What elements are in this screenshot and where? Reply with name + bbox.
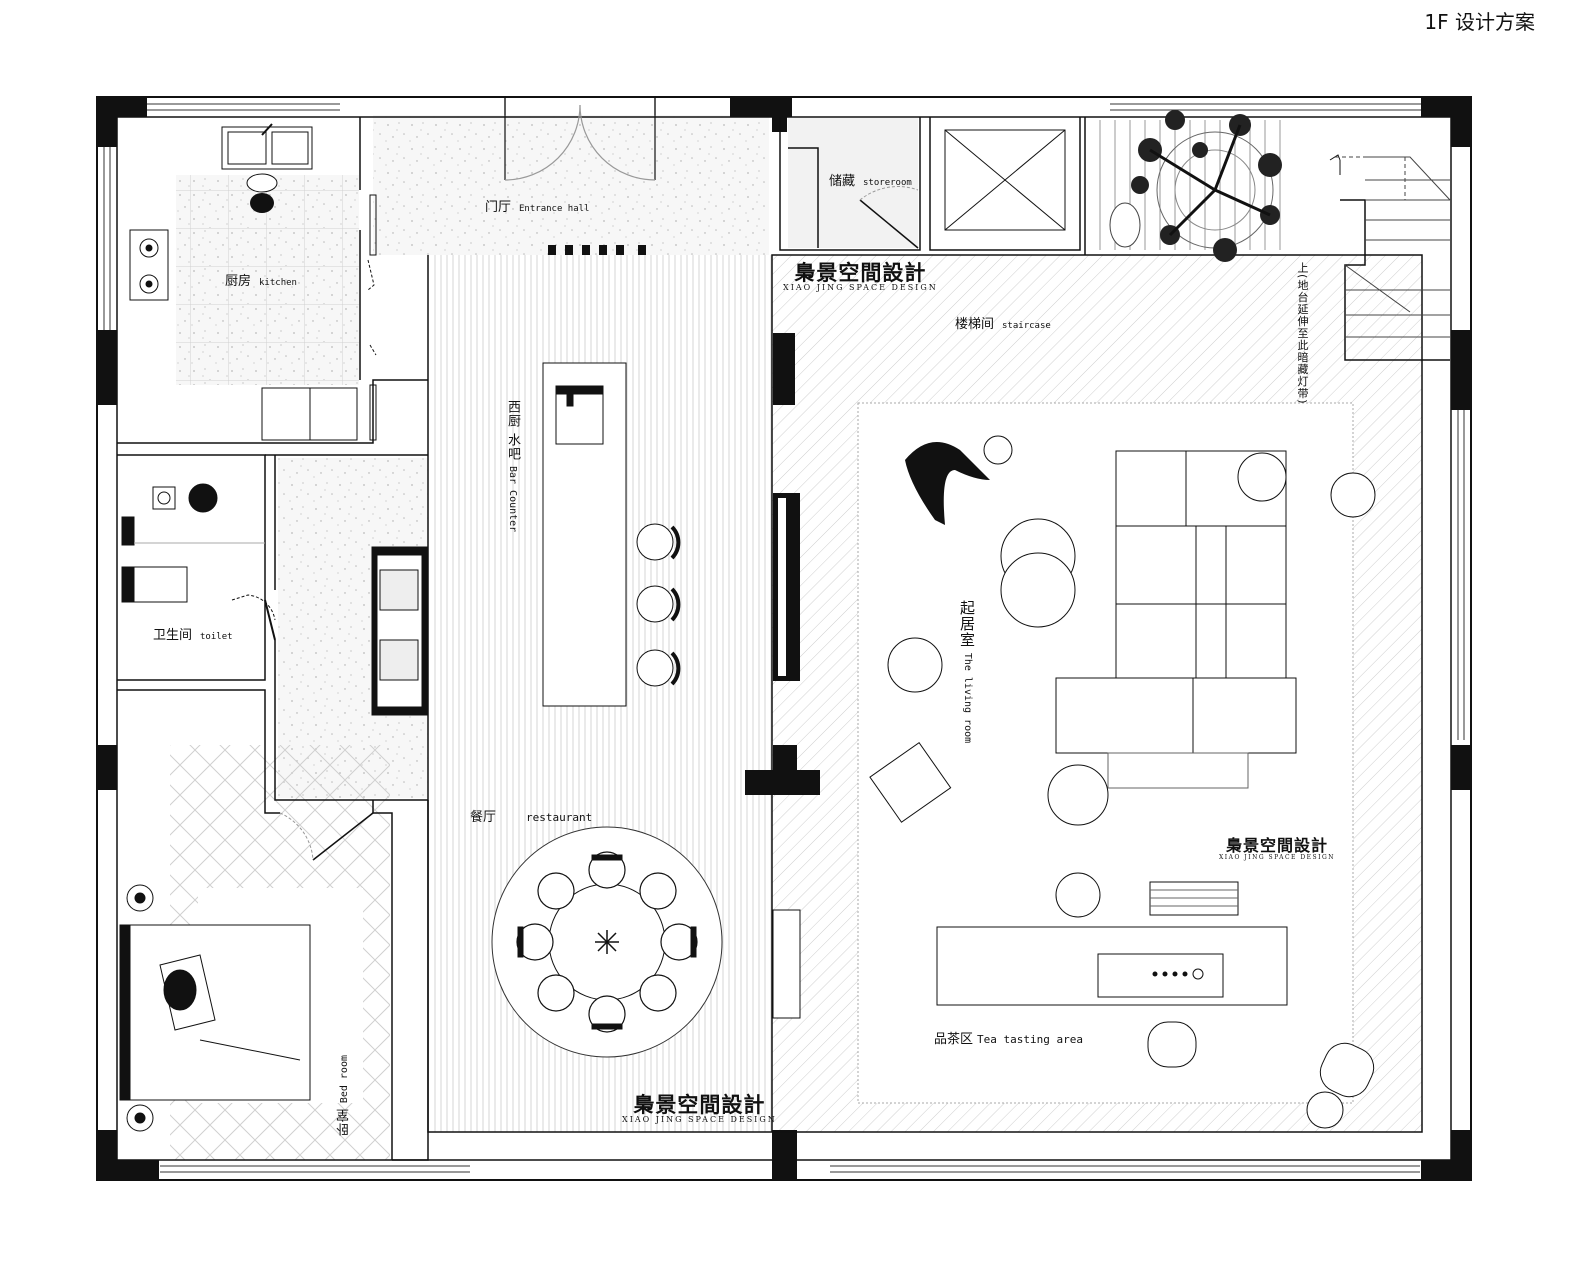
elevator-shaft <box>944 129 1066 231</box>
tea-label-cn: 品茶区 <box>934 1032 974 1047</box>
tv-wall <box>745 333 820 1019</box>
windows <box>103 103 1465 1173</box>
bar-label: 西厨 水吧 Bar Counter <box>503 400 522 532</box>
kitchen-label: 厨房 kitchen <box>225 270 297 289</box>
kitchen-label-cn: 厨房 <box>225 274 252 289</box>
restaurant-label-cn: 餐厅 <box>470 810 497 825</box>
shoe-bench <box>548 245 646 255</box>
tree-icon <box>1109 110 1282 262</box>
bedroom-label-cn: 卧室 <box>337 1108 352 1136</box>
bar-label-en: Bar Counter <box>507 465 518 533</box>
storeroom-label-en: storeroom <box>863 178 912 188</box>
bedroom-label: 卧室 Bed room <box>335 1055 354 1136</box>
living-label: 起居室 The living room <box>957 600 978 743</box>
toilet-fixtures <box>121 483 276 641</box>
sofa <box>1055 450 1297 789</box>
bar-label-cn: 西厨 水吧 <box>505 400 520 462</box>
staircase-label-en: staircase <box>1002 321 1051 331</box>
interior-walls <box>117 117 1450 1161</box>
dining-table <box>491 826 723 1058</box>
storeroom-label: 储藏 storeroom <box>829 170 912 189</box>
toilet-label: 卫生间 toilet <box>153 624 233 643</box>
stair-note: 上(地台延伸至此暗藏灯带) <box>1296 262 1309 405</box>
storeroom-label-cn: 储藏 <box>829 174 856 189</box>
side-tables <box>887 435 1109 918</box>
toilet-label-cn: 卫生间 <box>153 628 193 643</box>
bar-stools <box>636 523 681 687</box>
restaurant-label-en: restaurant <box>526 811 593 824</box>
brand-name-cn: 梟景空間設計 <box>794 260 927 285</box>
brand-name-en: XIAO JING SPACE DESIGN <box>783 283 938 292</box>
staircase-steps <box>1329 154 1451 338</box>
living-label-en: The living room <box>962 652 973 744</box>
restaurant-label: 餐厅 restaurant <box>470 806 592 825</box>
toilet-label-en: toilet <box>200 632 233 642</box>
bar-counter <box>542 362 627 707</box>
person-icon <box>246 173 278 213</box>
tea-table <box>936 881 1288 1006</box>
bed-icon <box>119 884 311 1132</box>
storeroom-shelf <box>788 147 919 249</box>
kitchen-label-en: kitchen <box>259 278 297 288</box>
brand-name-en: XIAO JING SPACE DESIGN <box>1219 854 1336 861</box>
armchair <box>869 741 1375 1098</box>
storeroom-floor <box>788 118 918 248</box>
plant-icon <box>1306 472 1376 1129</box>
kitchen-fixtures <box>129 123 358 441</box>
living-label-cn: 起居室 <box>958 600 976 648</box>
structural-columns <box>97 97 1471 1180</box>
brand-name-cn: 梟景空間設計 <box>633 1092 766 1117</box>
sheet-title: 1F 设计方案 <box>1424 10 1535 34</box>
vanity-sink <box>371 546 428 716</box>
brand-name-en: XIAO JING SPACE DESIGN <box>622 1115 777 1124</box>
entrance-label: 门厅 Entrance hall <box>485 196 589 215</box>
entrance-label-en: Entrance hall <box>519 204 590 214</box>
bedroom-label-en: Bed room <box>339 1055 350 1104</box>
bedroom-door <box>279 812 374 861</box>
lounge-chair <box>905 442 990 525</box>
staircase-label: 楼梯间 staircase <box>955 313 1051 332</box>
entrance-label-cn: 门厅 <box>485 200 512 215</box>
staircase-label-cn: 楼梯间 <box>955 317 995 332</box>
brand-name-cn: 梟景空間設計 <box>1226 836 1329 855</box>
sliding-doors <box>367 194 377 441</box>
entrance-floor <box>373 115 769 255</box>
tea-label-en: Tea tasting area <box>977 1033 1083 1046</box>
entrance-door <box>340 96 735 181</box>
